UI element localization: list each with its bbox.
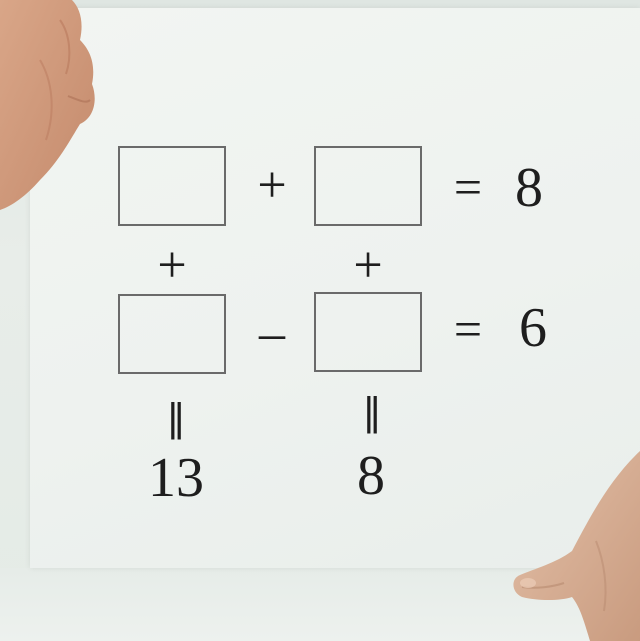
left-hand	[0, 0, 95, 210]
row1-result: 8	[515, 157, 543, 219]
right-column-operator: +	[353, 237, 383, 294]
left-column-result: 13	[148, 447, 204, 509]
right-column-equals-sign: ||	[363, 390, 381, 434]
blank-box-bottom-right	[314, 292, 422, 372]
row2-operator: –	[259, 305, 285, 362]
row2-result: 6	[519, 297, 547, 359]
blank-box-top-right	[314, 146, 422, 226]
left-column-operator: +	[157, 237, 187, 294]
blank-box-top-left	[118, 146, 226, 226]
row1-operator: +	[257, 157, 287, 214]
left-column-equals-sign: ||	[167, 396, 185, 440]
right-column-result: 8	[357, 445, 385, 507]
blank-box-bottom-left	[118, 294, 226, 374]
puzzle-board	[30, 8, 640, 568]
row2-equals-sign: =	[453, 301, 483, 357]
row1-equals-sign: =	[453, 159, 483, 215]
right-hand-pointing	[513, 451, 640, 641]
